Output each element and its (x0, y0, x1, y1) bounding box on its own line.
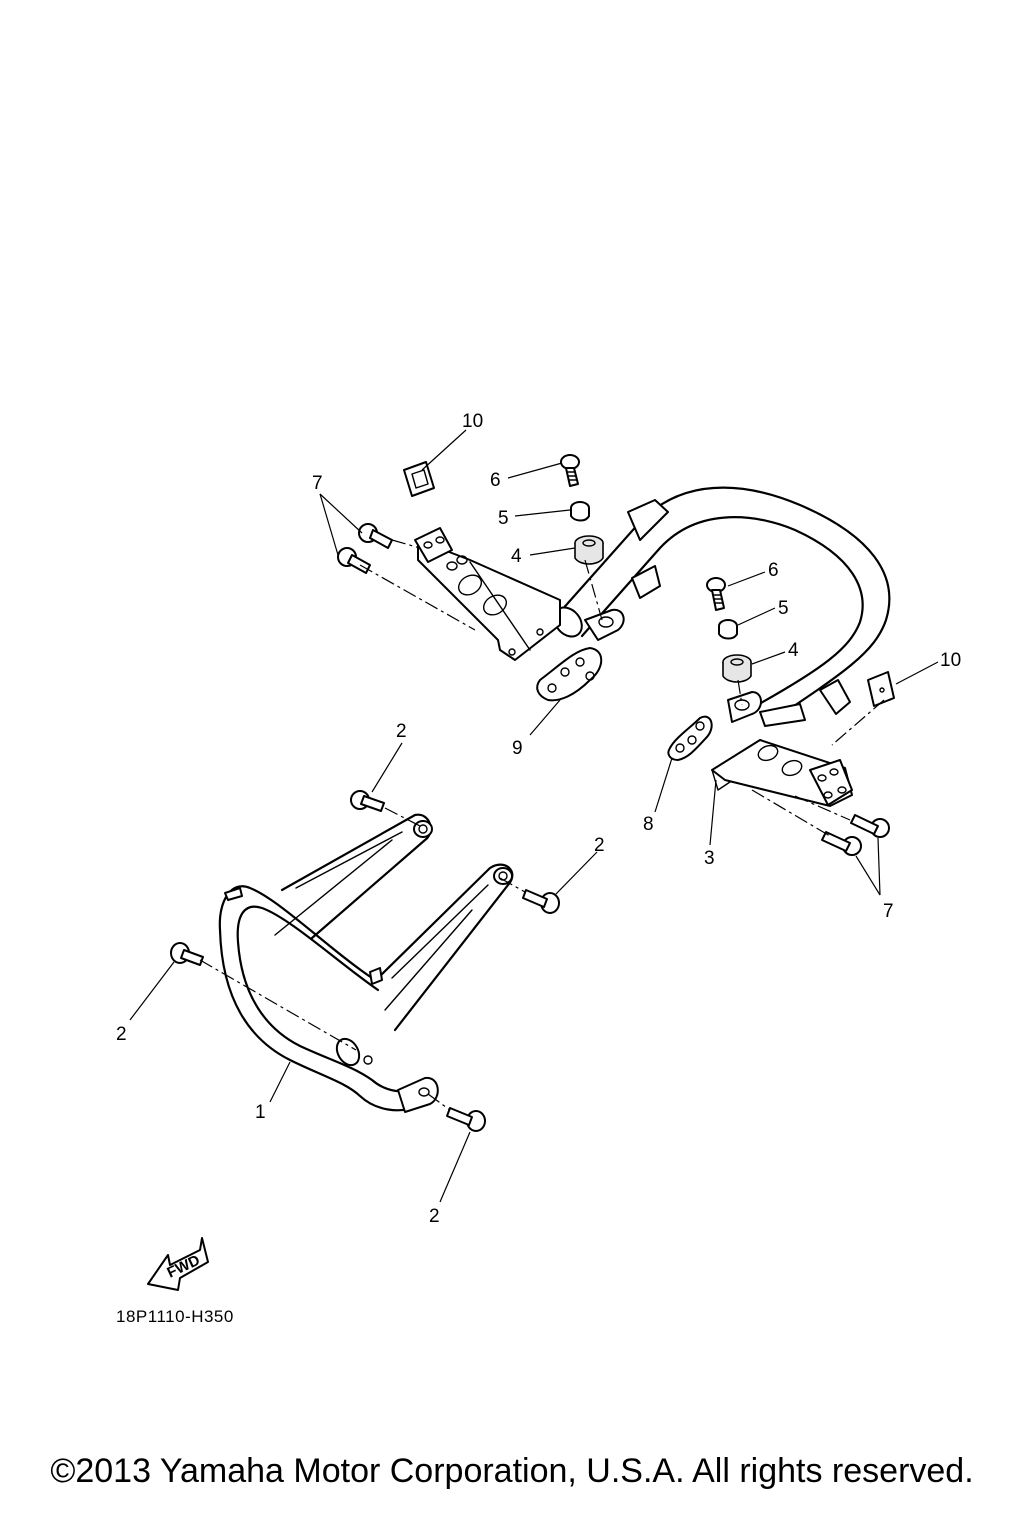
collar-part-5-lower (718, 619, 738, 640)
bolt-part-6-upper (560, 454, 580, 487)
callout-2-top: 2 (396, 721, 407, 742)
plate-part-8 (667, 715, 713, 761)
callout-5-upper: 5 (498, 508, 509, 529)
callout-5-lower: 5 (778, 598, 789, 619)
left-bar-bracket (414, 527, 561, 661)
callout-7-left: 7 (312, 473, 323, 494)
callout-2-bottom: 2 (429, 1206, 440, 1227)
grab-bar-part-3 (553, 486, 891, 727)
callout-10-right: 10 (940, 650, 961, 671)
callout-2-left: 2 (116, 1024, 127, 1045)
bolt-part-7-left-b (337, 547, 371, 574)
fwd-label: FWD (165, 1252, 203, 1282)
damper-part-4-lower (722, 654, 752, 683)
bolt-part-7-right-b (821, 831, 862, 856)
bolt-part-2-bottom (446, 1107, 486, 1132)
right-bar-bracket (711, 739, 853, 807)
clip-nut-part-10-right (867, 671, 895, 707)
callout-9: 9 (512, 738, 523, 759)
diagram-code: 18P1110-H350 (116, 1307, 234, 1326)
callout-4-upper: 4 (511, 546, 522, 567)
plate-part-9 (536, 647, 603, 702)
callout-3: 3 (704, 848, 715, 869)
damper-part-4-upper (574, 535, 604, 565)
copyright-notice: ©2013 Yamaha Motor Corporation, U.S.A. A… (50, 1452, 974, 1490)
fwd-arrow-icon: FWD (147, 1237, 209, 1291)
callout-8: 8 (643, 814, 654, 835)
callout-7-right: 7 (883, 901, 894, 922)
callout-4-lower: 4 (788, 640, 799, 661)
front-guard-part-1 (218, 813, 514, 1113)
bolt-part-6-lower (706, 577, 726, 611)
collar-part-5-upper (570, 501, 590, 522)
bolt-part-2-top (350, 790, 385, 812)
callout-labels: 10 6 5 4 7 6 5 4 10 9 8 3 7 2 2 2 1 2 (116, 411, 961, 1227)
callout-6-lower: 6 (768, 560, 779, 581)
callout-10-left: 10 (462, 411, 483, 432)
alignment-lines (199, 539, 885, 1111)
leader-lines (129, 429, 939, 1203)
callout-6-upper: 6 (490, 470, 501, 491)
clip-nut-part-10-left (403, 461, 435, 497)
bolt-part-2-right (522, 889, 560, 914)
bolt-part-7-left-a (358, 523, 393, 549)
bolt-part-2-left (170, 942, 204, 966)
callout-1: 1 (255, 1102, 266, 1123)
callout-2-right: 2 (594, 835, 605, 856)
bolt-part-7-right-a (850, 814, 890, 838)
